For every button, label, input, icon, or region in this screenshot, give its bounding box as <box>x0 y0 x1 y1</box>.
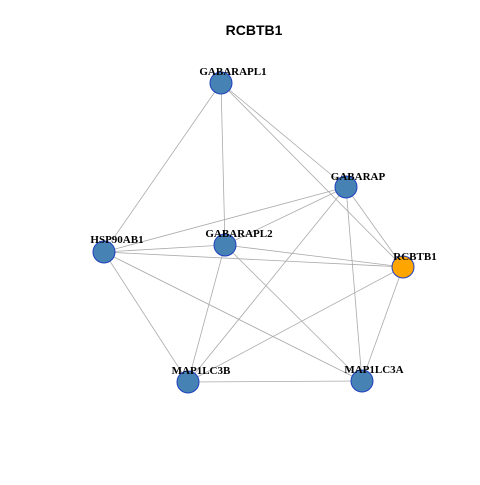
node-label-gabarap: GABARAP <box>331 171 386 183</box>
node-gabarapl2[interactable] <box>213 233 237 257</box>
node-label-hsp90ab1: HSP90AB1 <box>90 234 143 246</box>
edge-hsp90ab1-map1lc3b <box>103 251 189 383</box>
edge-gabarapl2-map1lc3a <box>224 244 363 382</box>
node-hsp90ab1[interactable] <box>92 240 116 264</box>
edge-rcbtb1-map1lc3a <box>361 266 404 382</box>
edge-gabarapl1-rcbtb1 <box>220 82 404 268</box>
edge-hsp90ab1-gabarapl2 <box>103 244 226 253</box>
node-label-rcbtb1: RCBTB1 <box>393 251 436 263</box>
node-gabarap[interactable] <box>334 175 358 199</box>
edge-hsp90ab1-map1lc3a <box>103 251 363 382</box>
node-gabarapl1[interactable] <box>209 71 233 95</box>
nodes-layer <box>92 71 415 394</box>
edge-gabarapl2-rcbtb1 <box>224 244 404 268</box>
edge-gabarap-rcbtb1 <box>345 186 404 268</box>
node-map1lc3b[interactable] <box>176 370 200 394</box>
edge-gabarap-gabarapl2 <box>224 186 347 246</box>
edge-gabarapl2-map1lc3b <box>187 244 226 383</box>
edge-gabarapl1-hsp90ab1 <box>103 82 222 253</box>
edge-rcbtb1-map1lc3b <box>187 266 404 383</box>
edge-gabarap-hsp90ab1 <box>103 186 347 253</box>
node-label-gabarapl2: GABARAPL2 <box>205 228 273 240</box>
edge-hsp90ab1-rcbtb1 <box>103 251 404 268</box>
node-label-map1lc3a: MAP1LC3A <box>344 364 403 376</box>
edge-gabarapl1-gabarap <box>220 82 347 188</box>
edge-gabarap-map1lc3b <box>187 186 347 383</box>
edge-gabarap-map1lc3a <box>345 186 363 382</box>
node-map1lc3a[interactable] <box>350 369 374 393</box>
graph-title: RCBTB1 <box>226 22 283 38</box>
edges-layer <box>103 82 404 383</box>
edge-gabarapl1-gabarapl2 <box>220 82 226 246</box>
node-rcbtb1[interactable] <box>391 255 415 279</box>
node-label-gabarapl1: GABARAPL1 <box>199 66 266 78</box>
node-label-map1lc3b: MAP1LC3B <box>172 365 231 377</box>
edge-map1lc3b-map1lc3a <box>187 380 363 383</box>
